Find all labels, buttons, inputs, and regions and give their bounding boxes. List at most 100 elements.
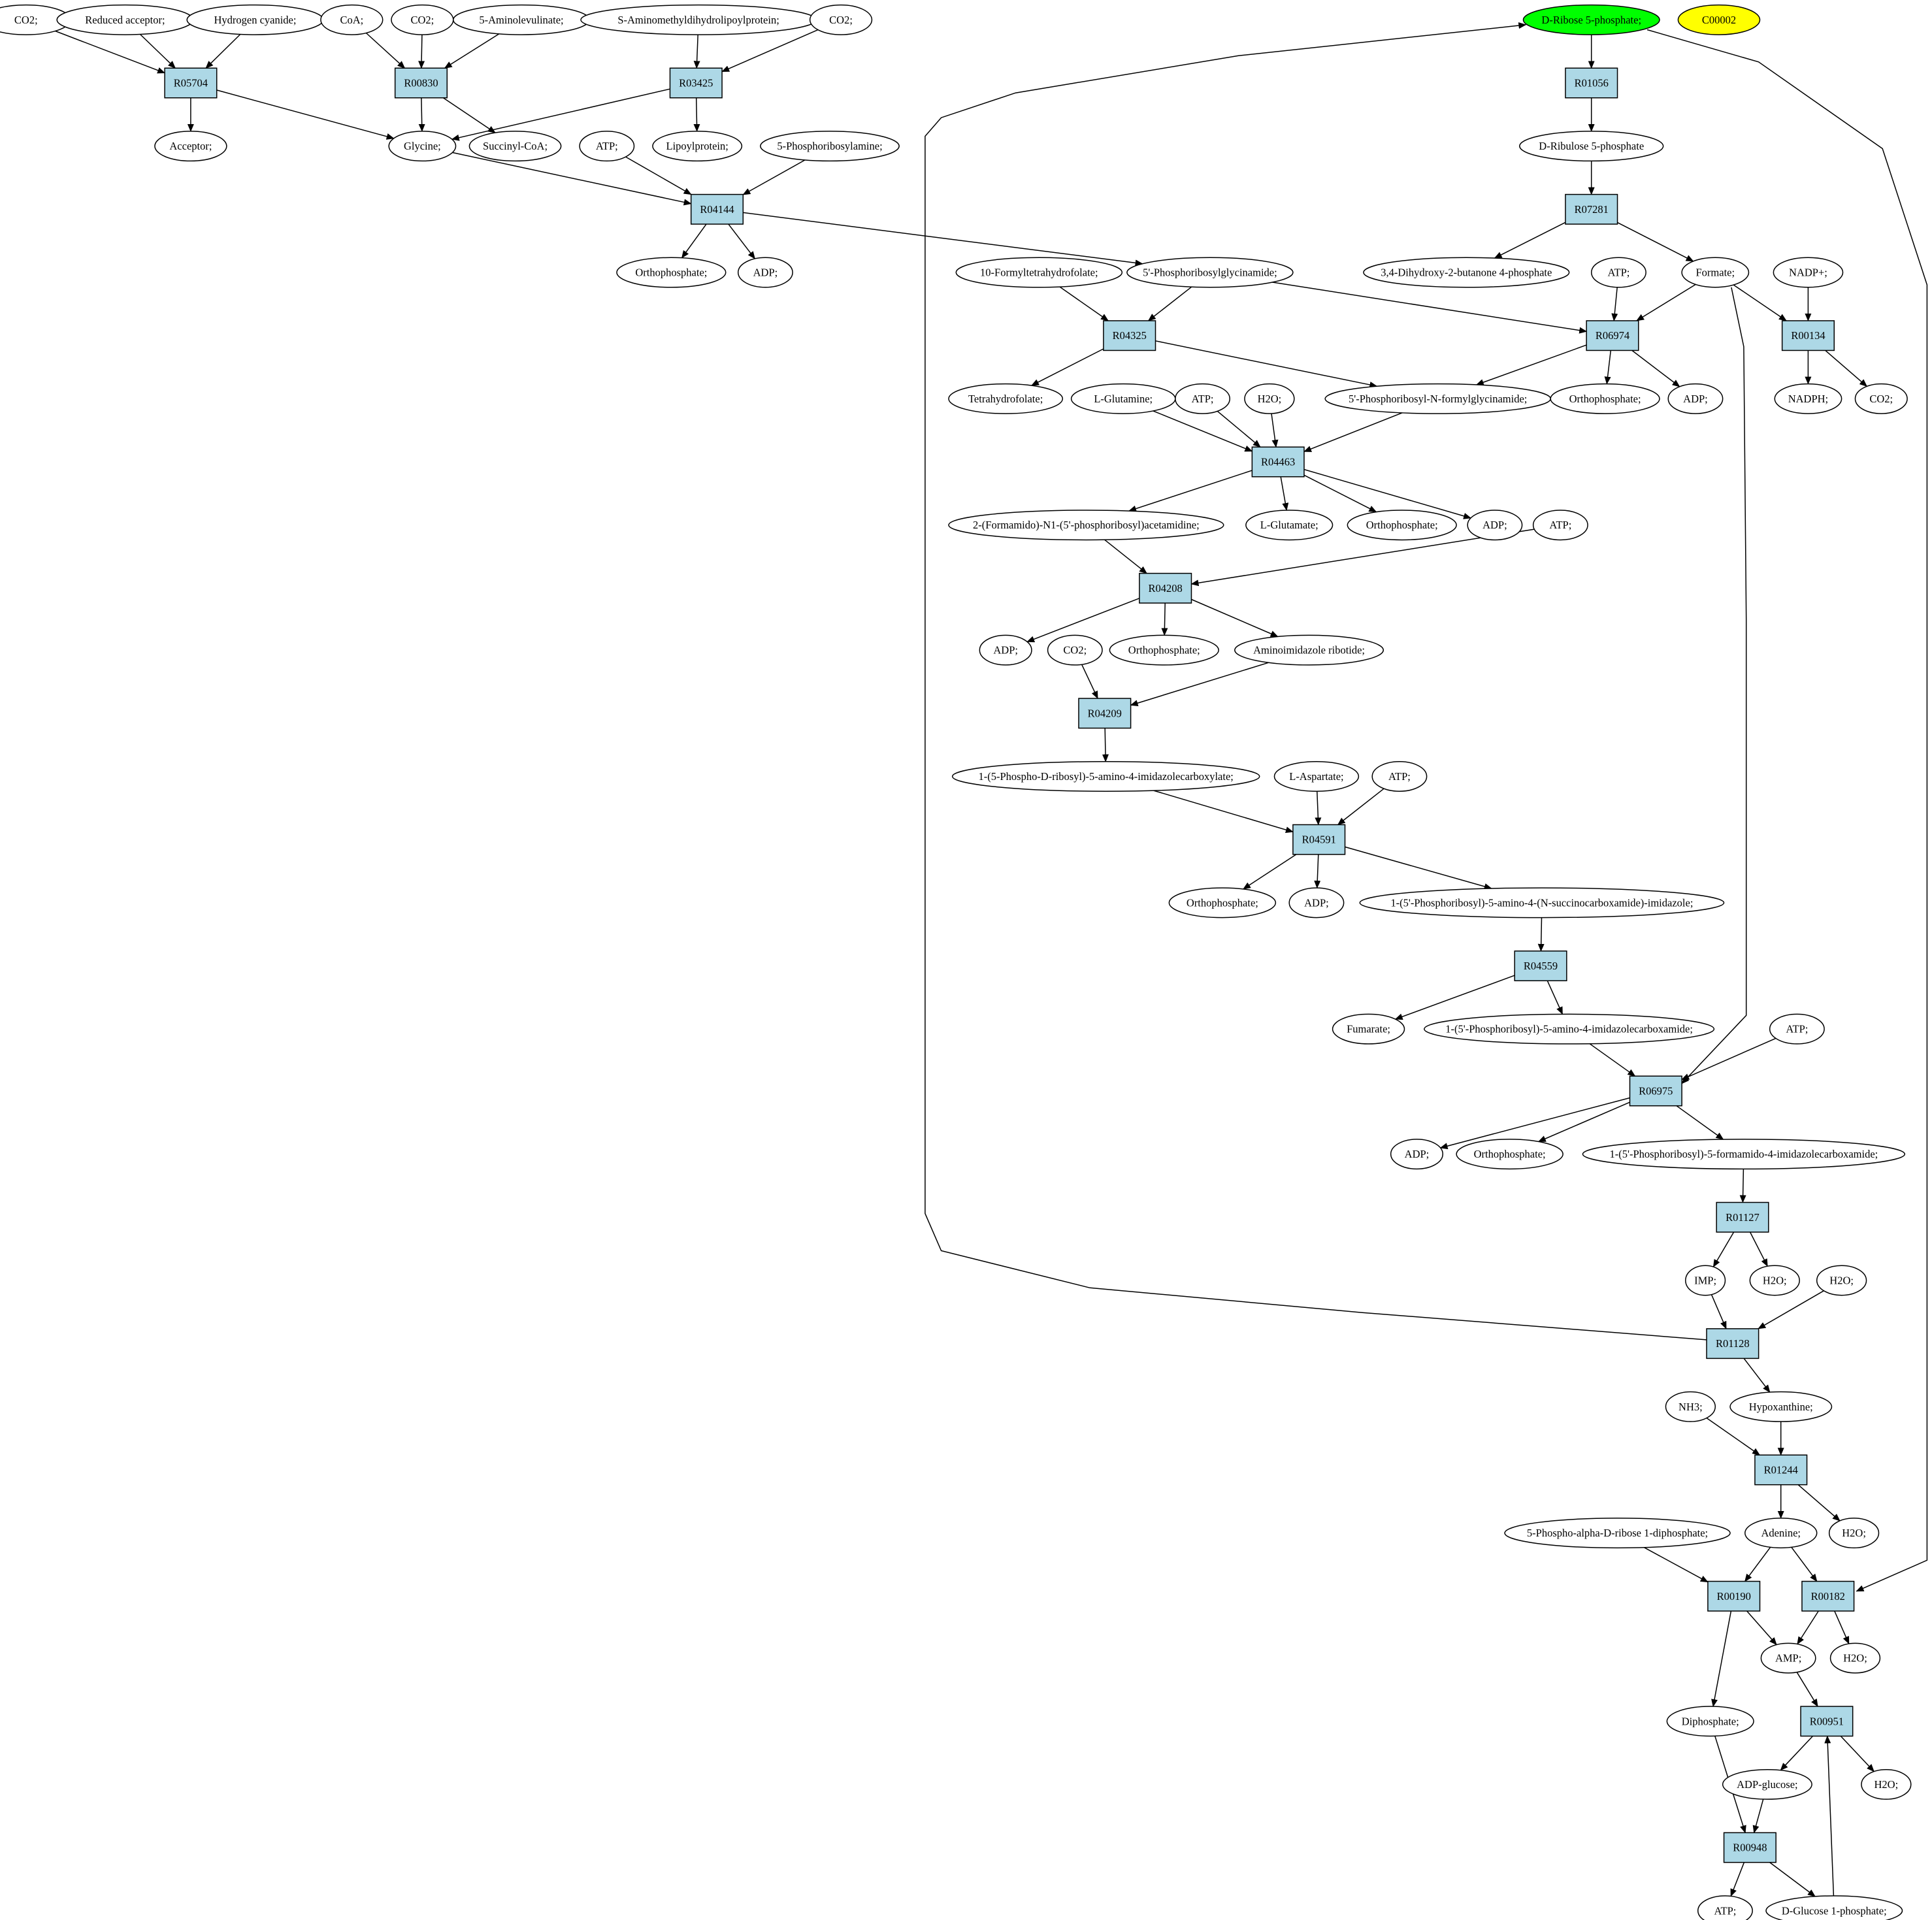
compound-node-c-amp[interactable]: AMP;	[1760, 1642, 1816, 1674]
compound-node-c-adp-glucose[interactable]: ADP-glucose;	[1722, 1768, 1812, 1800]
compound-node-c-fgam[interactable]: 2-(Formamido)-N1-(5'-phosphoribosyl)acet…	[948, 510, 1224, 541]
compound-node-c-hydrogen-cyanide[interactable]: Hydrogen cyanide;	[186, 4, 324, 35]
compound-node-c-reduced-acceptor[interactable]: Reduced acceptor;	[56, 4, 194, 35]
compound-ellipse	[737, 257, 793, 288]
compound-node-c-prpp[interactable]: 5-Phospho-alpha-D-ribose 1-diphosphate;	[1504, 1518, 1731, 1549]
compound-node-c-orthophosphate-1[interactable]: Orthophosphate;	[616, 257, 727, 288]
reaction-node-r-r00830[interactable]: R00830	[394, 67, 448, 99]
compound-node-c-h2o-3[interactable]: H2O;	[1816, 1265, 1867, 1296]
compound-node-c-atp-1[interactable]: ATP;	[579, 131, 635, 162]
reaction-node-r-r00190[interactable]: R00190	[1707, 1580, 1761, 1612]
compound-node-c-aicar[interactable]: 1-(5'-Phosphoribosyl)-5-amino-4-imidazol…	[1424, 1013, 1715, 1045]
compound-node-c-orthophosphate-2[interactable]: Orthophosphate;	[1550, 383, 1660, 414]
compound-node-c-adp-1[interactable]: ADP;	[737, 257, 793, 288]
compound-node-c-orthophosphate-6[interactable]: Orthophosphate;	[1456, 1139, 1564, 1170]
reaction-node-r-r01128[interactable]: R01128	[1706, 1328, 1760, 1359]
reaction-node-r-r03425[interactable]: R03425	[669, 67, 723, 99]
compound-node-c-co2-3[interactable]: CO2;	[809, 4, 873, 35]
reaction-node-r-r04209[interactable]: R04209	[1078, 698, 1132, 729]
compound-ellipse	[1828, 1518, 1880, 1549]
reaction-node-r-r04591[interactable]: R04591	[1292, 824, 1346, 855]
compound-node-c-d-ribulose-5p[interactable]: D-Ribulose 5-phosphate	[1519, 131, 1664, 162]
compound-node-c-co2-2[interactable]: CO2;	[391, 4, 454, 35]
compound-node-c-glycine[interactable]: Glycine;	[388, 131, 457, 162]
compound-node-c-adp-2[interactable]: ADP;	[1667, 383, 1724, 414]
compound-node-c-atp-2[interactable]: ATP;	[1590, 257, 1646, 288]
reaction-node-r-r04463[interactable]: R04463	[1251, 446, 1305, 478]
compound-node-c-atp-7[interactable]: ATP;	[1697, 1895, 1753, 1920]
compound-node-c-phosphoribosylamine[interactable]: 5-Phosphoribosylamine;	[760, 131, 900, 162]
compound-node-c-saicar[interactable]: 1-(5'-Phosphoribosyl)-5-amino-4-(N-succi…	[1359, 887, 1725, 919]
compound-node-c-h2o-2[interactable]: H2O;	[1749, 1265, 1800, 1296]
compound-node-c-orthophosphate-4[interactable]: Orthophosphate;	[1109, 634, 1219, 666]
compound-node-c-diphosphate[interactable]: Diphosphate;	[1666, 1706, 1754, 1737]
compound-node-c-adp-5[interactable]: ADP;	[1288, 887, 1345, 919]
compound-node-c-adenine[interactable]: Adenine;	[1744, 1518, 1818, 1549]
compound-node-c-orthophosphate-3[interactable]: Orthophosphate;	[1347, 510, 1457, 541]
compound-node-c-coa[interactable]: CoA;	[320, 4, 384, 35]
compound-node-c-dihydroxy-butanone[interactable]: 3,4-Dihydroxy-2-butanone 4-phosphate	[1363, 257, 1570, 288]
compound-node-c-formate[interactable]: Formate;	[1681, 257, 1750, 288]
compound-node-c-imp[interactable]: IMP;	[1685, 1265, 1726, 1296]
compound-node-c-air[interactable]: Aminoimidazole ribotide;	[1234, 634, 1384, 666]
compound-node-c-l-glutamate[interactable]: L-Glutamate;	[1245, 510, 1334, 541]
compound-node-c-adp-6[interactable]: ADP;	[1390, 1139, 1444, 1170]
compound-node-c-10-formyl-thf[interactable]: 10-Formyltetrahydrofolate;	[955, 257, 1123, 288]
compound-node-c-atp-3[interactable]: ATP;	[1175, 383, 1230, 414]
compound-node-c-aminolevulinate[interactable]: 5-Aminolevulinate;	[453, 4, 591, 35]
node-label: ATP;	[596, 140, 618, 152]
compound-node-c-co2-1[interactable]: CO2;	[0, 4, 71, 35]
compound-node-c-orthophosphate-5[interactable]: Orthophosphate;	[1168, 887, 1277, 919]
reaction-node-r-r04208[interactable]: R04208	[1139, 572, 1192, 604]
reaction-node-r-r01244[interactable]: R01244	[1754, 1454, 1808, 1486]
compound-node-c-co2-5[interactable]: CO2;	[1047, 634, 1103, 666]
reaction-node-r-r01056[interactable]: R01056	[1565, 67, 1618, 99]
compound-node-c-lipoylprotein[interactable]: Lipoylprotein;	[652, 131, 743, 162]
compound-node-c-h2o-4[interactable]: H2O;	[1828, 1518, 1880, 1549]
compound-node-c-atp-6[interactable]: ATP;	[1769, 1013, 1825, 1045]
compound-node-c-atp-5[interactable]: ATP;	[1371, 760, 1428, 792]
reaction-node-r-r00951[interactable]: R00951	[1800, 1706, 1854, 1737]
node-label: L-Glutamine;	[1094, 393, 1153, 405]
compound-node-c-h2o-6[interactable]: H2O;	[1861, 1768, 1912, 1800]
compound-node-c-adp-4[interactable]: ADP;	[979, 634, 1032, 666]
reaction-node-r-r04144[interactable]: R04144	[690, 193, 744, 225]
compound-node-c-adp-3[interactable]: ADP;	[1467, 510, 1523, 541]
reaction-node-r-r00134[interactable]: R00134	[1781, 320, 1835, 351]
compound-node-c-atp-4[interactable]: ATP;	[1532, 510, 1588, 541]
node-label: ADP-glucose;	[1737, 1778, 1798, 1791]
edge-r-r04325-to-c-fgar	[1155, 340, 1378, 388]
compound-node-c-c00002[interactable]: C00002	[1677, 4, 1761, 35]
compound-node-c-h2o-1[interactable]: H2O;	[1244, 383, 1295, 414]
reaction-node-r-r00182[interactable]: R00182	[1801, 1580, 1855, 1612]
compound-node-c-d-ribose-5p[interactable]: D-Ribose 5-phosphate;	[1522, 4, 1660, 35]
node-label: R00951	[1810, 1715, 1844, 1727]
reaction-node-r-r06975[interactable]: R06975	[1629, 1075, 1682, 1107]
reaction-node-r-r04325[interactable]: R04325	[1103, 320, 1156, 351]
compound-node-c-h2o-5[interactable]: H2O;	[1829, 1642, 1881, 1674]
compound-node-c-acceptor[interactable]: Acceptor;	[154, 131, 227, 162]
reaction-node-r-r05704[interactable]: R05704	[164, 67, 218, 99]
compound-node-c-nadp[interactable]: NADP+;	[1773, 257, 1844, 288]
compound-node-c-l-aspartate[interactable]: L-Aspartate;	[1273, 760, 1360, 792]
compound-node-c-d-glucose-1p[interactable]: D-Glucose 1-phosphate;	[1765, 1895, 1903, 1920]
compound-node-c-phosphoribosylglycinamide[interactable]: 5'-Phosphoribosylglycinamide;	[1126, 257, 1294, 288]
compound-node-c-s-aminomethyl[interactable]: S-Aminomethyldihydrolipoylprotein;	[580, 4, 817, 35]
reaction-node-r-r07281[interactable]: R07281	[1565, 193, 1618, 225]
compound-node-c-fumarate[interactable]: Fumarate;	[1332, 1013, 1405, 1045]
reaction-node-r-r04559[interactable]: R04559	[1514, 951, 1567, 981]
compound-node-c-nadph[interactable]: NADPH;	[1774, 383, 1842, 414]
reaction-node-r-r06974[interactable]: R06974	[1586, 320, 1639, 351]
compound-node-c-co2-4[interactable]: CO2;	[1854, 383, 1908, 414]
compound-node-c-fgar[interactable]: 5'-Phosphoribosyl-N-formylglycinamide;	[1324, 383, 1551, 414]
compound-node-c-faicar[interactable]: 1-(5'-Phosphoribosyl)-5-formamido-4-imid…	[1582, 1139, 1906, 1170]
edge-r-r03425-to-c-glycine	[451, 88, 670, 141]
reaction-node-r-r01127[interactable]: R01127	[1716, 1201, 1769, 1233]
compound-node-c-thf[interactable]: Tetrahydrofolate;	[948, 383, 1064, 414]
compound-node-c-l-glutamine[interactable]: L-Glutamine;	[1070, 383, 1176, 414]
reaction-node-r-r00948[interactable]: R00948	[1723, 1832, 1776, 1863]
compound-node-c-cair[interactable]: 1-(5-Phospho-D-ribosyl)-5-amino-4-imidaz…	[951, 760, 1260, 792]
compound-node-c-nh3[interactable]: NH3;	[1665, 1391, 1716, 1422]
compound-node-c-succinyl-coa[interactable]: Succinyl-CoA;	[468, 131, 562, 162]
compound-node-c-hypoxanthine[interactable]: Hypoxanthine;	[1729, 1391, 1833, 1422]
